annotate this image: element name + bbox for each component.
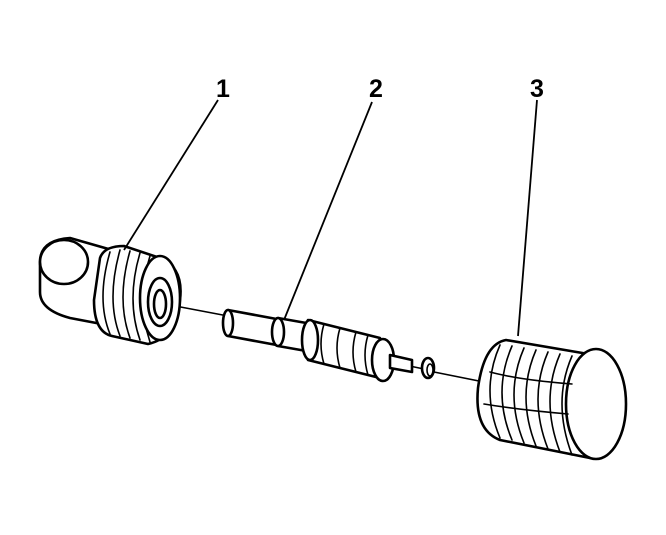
part-2-shaft-assembly — [221, 308, 436, 383]
callout-2-label: 2 — [369, 75, 383, 103]
callout-3-label: 3 — [530, 75, 544, 103]
part-1-threaded-body — [38, 236, 182, 346]
callout-1-leader — [123, 99, 219, 251]
part-3-knurled-cap — [476, 338, 628, 461]
callout-1-label: 1 — [216, 75, 230, 103]
callout-2-leader — [283, 101, 373, 321]
callout-3-leader — [517, 99, 538, 337]
